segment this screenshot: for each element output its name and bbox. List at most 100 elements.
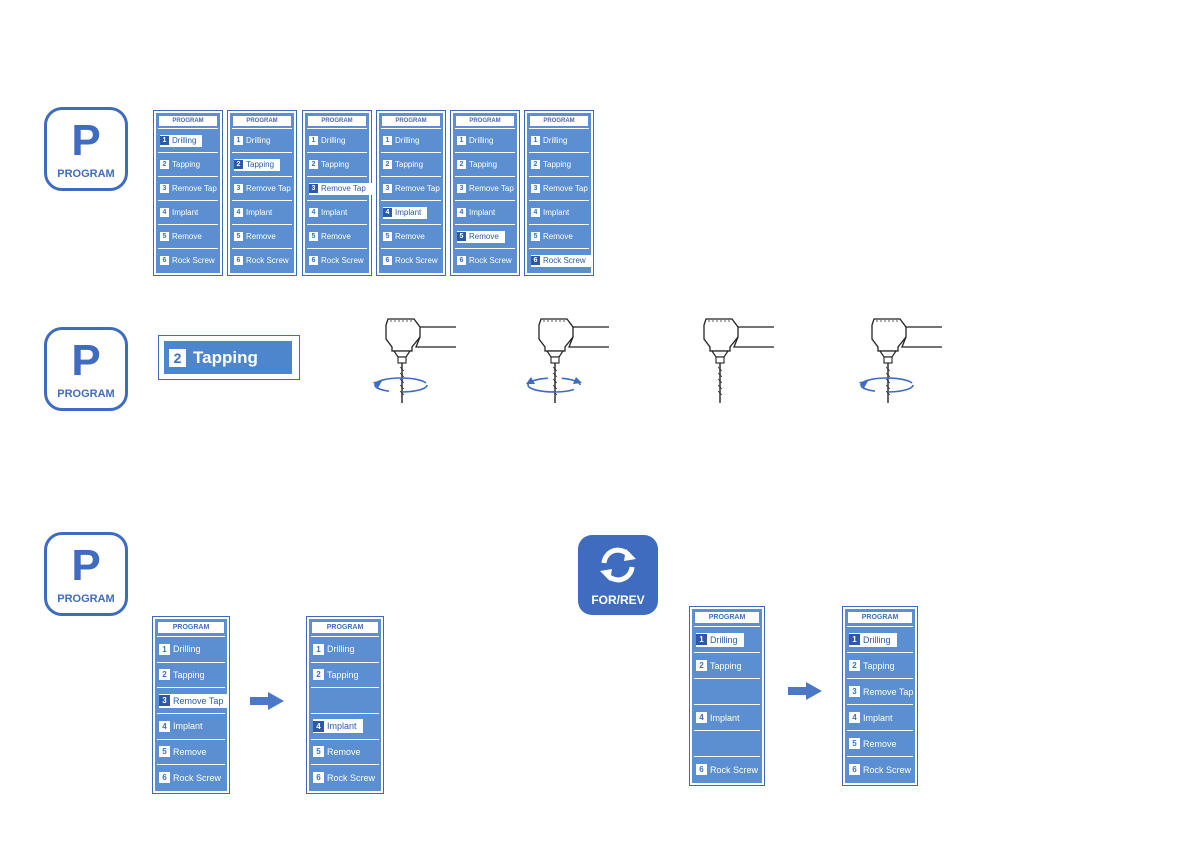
program-item[interactable]: [311, 687, 379, 713]
program-name: Implant: [172, 208, 199, 217]
program-name: Implant: [173, 721, 203, 732]
program-number: 4: [457, 208, 466, 217]
program-name: Implant: [395, 208, 422, 217]
program-name: Tapping: [173, 669, 205, 680]
program-name: Rock Screw: [246, 256, 289, 265]
program-number: 2: [160, 160, 169, 169]
program-name: Remove: [327, 746, 361, 757]
program-button[interactable]: P PROGRAM: [44, 532, 128, 616]
program-name: Remove: [321, 232, 351, 241]
program-number: 4: [309, 208, 318, 217]
program-button[interactable]: P PROGRAM: [44, 327, 128, 411]
selected-program-display: 2 Tapping: [158, 335, 300, 380]
program-name: Drilling: [246, 136, 271, 145]
program-number: 2: [159, 669, 170, 681]
program-name: Rock Screw: [395, 256, 438, 265]
program-button[interactable]: P PROGRAM: [44, 107, 128, 191]
program-item[interactable]: [694, 678, 760, 704]
right-arrow-icon: [250, 692, 284, 710]
program-number: 1: [160, 136, 169, 145]
program-item[interactable]: [694, 730, 760, 756]
panel-header: PROGRAM: [530, 116, 588, 126]
forrev-button[interactable]: FOR/REV: [578, 535, 658, 615]
